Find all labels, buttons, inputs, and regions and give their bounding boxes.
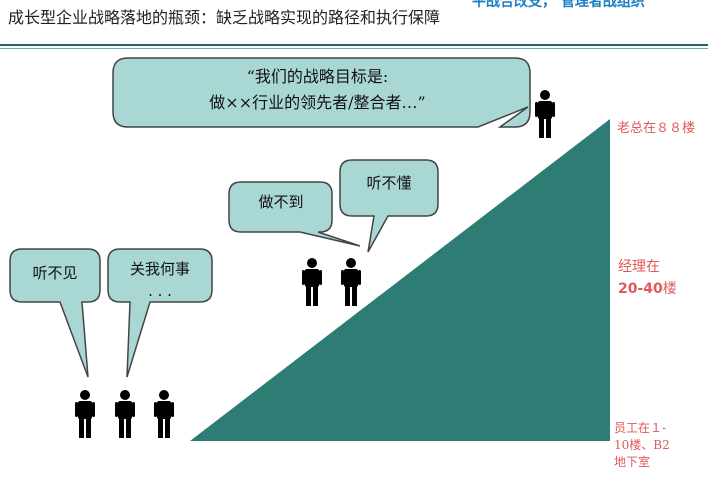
header-rule — [0, 44, 708, 46]
manager-floor-label: 经理在 20-40楼 — [618, 256, 677, 300]
staff-person-icon — [154, 390, 174, 438]
cannot-do-speech-bubble — [228, 181, 361, 247]
cannot-do-text: 做不到 — [258, 193, 304, 211]
staff-person-icon — [115, 390, 135, 438]
boss-quote: “我们的战略目标是: 做××行业的领先者/整合者…” — [145, 64, 490, 116]
boss-quote-line1: “我们的战略目标是: — [246, 67, 389, 86]
cannot-hear-speech-bubble — [9, 248, 101, 378]
boss-person-icon — [535, 90, 555, 138]
staff-person-icon — [75, 390, 95, 438]
not-my-business-speech-bubble — [107, 248, 213, 378]
not-my-business-ellipsis: . . . — [148, 282, 172, 300]
cannot-hear-text: 听不见 — [32, 264, 78, 282]
header-corner-text: 平战合改支， 管理者战组织 — [472, 0, 645, 10]
boss-floor-label: 老总在８８楼 — [617, 121, 696, 136]
staff-floor-label: 员工在１- 10楼、B2 地下室 — [614, 420, 694, 471]
not-my-business-line1: 关我何事 — [129, 260, 190, 278]
manager-floor-suffix: 楼 — [662, 281, 677, 297]
cannot-understand-speech-bubble — [339, 159, 439, 253]
manager-floor-range: 20-40 — [618, 281, 663, 297]
boss-quote-line2: 做××行业的领先者/整合者…” — [209, 93, 426, 112]
not-my-business-text: 关我何事 . . . — [114, 258, 206, 302]
hierarchy-triangle — [190, 119, 610, 441]
header-rule-thin — [0, 48, 708, 49]
staff-floor-line3: 地下室 — [614, 455, 651, 469]
manager-person-icon — [341, 258, 361, 306]
manager-person-icon — [302, 258, 322, 306]
boss-speech-bubble — [112, 57, 531, 128]
staff-floor-line2: 10楼、B2 — [614, 438, 670, 452]
cannot-understand-text: 听不懂 — [366, 174, 412, 192]
staff-floor-line1: 员工在１- — [614, 421, 667, 435]
manager-floor-prefix: 经理在 — [618, 259, 660, 275]
page-title: 成长型企业战略落地的瓶颈：缺乏战略实现的路径和执行保障 — [8, 8, 441, 27]
